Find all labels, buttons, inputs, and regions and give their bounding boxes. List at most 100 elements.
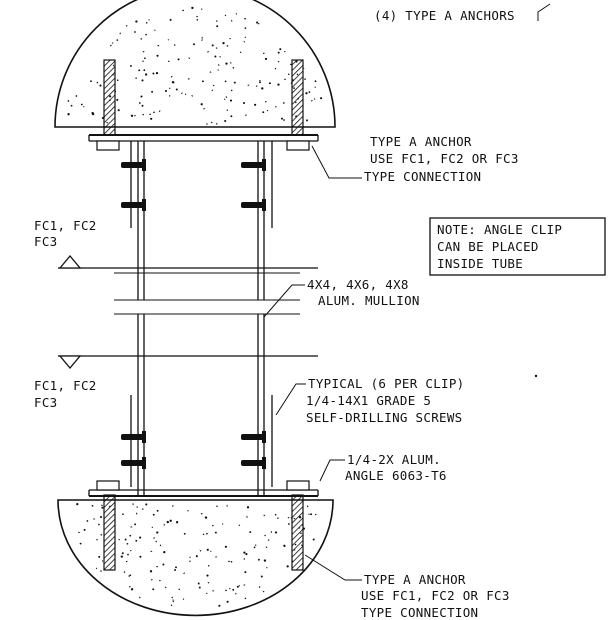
aggregate-dot — [157, 44, 160, 47]
aggregate-dot — [224, 98, 226, 100]
aggregate-dot — [122, 513, 124, 516]
bottom-left-anchor — [103, 494, 116, 571]
aggregate-dot — [138, 102, 141, 104]
self-drilling-screws — [121, 159, 266, 469]
angle-label-line-2: ANGLE 6063-T6 — [345, 468, 447, 483]
screw — [121, 202, 144, 208]
bottom-concrete-substrate — [57, 499, 334, 617]
aggregate-dot — [206, 548, 209, 551]
aggregate-dot — [305, 92, 308, 95]
aggregate-dot — [283, 119, 285, 121]
aggregate-dot — [263, 52, 265, 55]
note-box-line-2: CAN BE PLACED — [437, 239, 539, 254]
aggregate-dot — [183, 532, 186, 535]
aggregate-dot — [96, 539, 98, 541]
aggregate-dot — [256, 21, 259, 24]
screw — [241, 434, 264, 440]
aggregate-chip — [199, 549, 202, 552]
aggregate-dot — [229, 37, 231, 40]
aggregate-dot — [245, 553, 248, 556]
aggregate-chip — [287, 517, 290, 519]
aggregate-dot — [204, 516, 208, 519]
aggregate-dot — [244, 27, 247, 29]
aggregate-chip — [141, 507, 144, 510]
aggregate-dot — [182, 9, 184, 12]
aggregate-dot — [286, 565, 289, 568]
aggregate-dot — [222, 523, 224, 525]
aggregate-dot — [152, 588, 155, 591]
aggregate-dot — [169, 18, 172, 21]
aggregate-dot — [141, 104, 144, 107]
aggregate-dot — [149, 570, 153, 573]
aggregate-dot — [128, 575, 130, 577]
aggregate-dot — [75, 95, 78, 97]
aggregate-chip — [189, 560, 192, 563]
aggregate-dot — [228, 560, 230, 563]
top-anchor-note-line-3: TYPE CONNECTION — [364, 169, 481, 184]
aggregate-dot — [243, 558, 245, 560]
aggregate-dot — [224, 14, 227, 17]
aggregate-dot — [177, 58, 180, 61]
aggregate-dot — [308, 91, 311, 94]
aggregate-chip — [78, 531, 81, 534]
aggregate-dot — [141, 79, 144, 82]
aggregate-dot — [83, 106, 85, 108]
aggregate-chip — [262, 590, 265, 593]
aggregate-chip — [191, 95, 194, 97]
screw — [121, 162, 144, 168]
aggregate-dot — [90, 80, 92, 83]
aggregate-dot — [167, 39, 170, 41]
top-anchor-note-line-2: USE FC1, FC2 OR FC3 — [370, 151, 519, 166]
aggregate-dot — [274, 68, 277, 70]
aggregate-dot — [152, 72, 155, 75]
aggregate-chip — [183, 572, 185, 575]
aggregate-dot — [134, 523, 137, 526]
aggregate-dot — [206, 574, 209, 577]
aggregate-dot — [140, 38, 143, 40]
aggregate-chip — [202, 533, 205, 536]
aggregate-dot — [99, 84, 102, 87]
aggregate-dot — [277, 83, 280, 86]
aggregate-dot — [284, 50, 286, 53]
aggregate-chip — [150, 550, 153, 553]
aggregate-dot — [260, 575, 263, 578]
aggregate-dot — [222, 41, 225, 45]
screw-head — [262, 199, 266, 211]
aggregate-dot — [229, 99, 233, 102]
aggregate-dot — [284, 78, 286, 81]
aggregate-dot — [91, 505, 94, 507]
aggregate-dot — [230, 115, 233, 118]
aggregate-dot — [140, 95, 143, 98]
aggregate-chip — [225, 95, 228, 99]
aggregate-chip — [310, 100, 313, 102]
aggregate-chip — [210, 121, 213, 124]
aggregate-dot — [145, 33, 147, 36]
aggregate-chip — [172, 505, 175, 507]
bottom-anchor-note-line-1: TYPE A ANCHOR — [364, 572, 466, 587]
aggregate-chip — [125, 25, 128, 27]
aggregate-chip — [135, 512, 138, 515]
aggregate-dot — [267, 539, 270, 541]
aggregate-dot — [184, 93, 187, 95]
note-box-line-3: INSIDE TUBE — [437, 256, 523, 271]
aggregate-dot — [288, 523, 290, 525]
aggregate-chip — [134, 114, 137, 117]
aggregate-chip — [139, 596, 141, 599]
aggregate-chip — [255, 84, 258, 88]
aggregate-dot — [230, 89, 233, 92]
aggregate-dot — [242, 101, 246, 105]
aggregate-dot — [262, 111, 265, 114]
aggregate-chip — [180, 92, 183, 95]
aggregate-dot — [150, 117, 153, 120]
aggregate-dot — [142, 113, 144, 116]
aggregate-dot — [151, 90, 154, 93]
top-concrete-aggregate — [67, 6, 323, 125]
aggregate-dot — [175, 521, 179, 524]
aggregate-dot — [277, 51, 280, 54]
aggregate-dot — [117, 109, 120, 112]
aggregate-chip — [238, 524, 241, 527]
aggregate-dot — [198, 586, 201, 589]
aggregate-dot — [236, 585, 239, 588]
aggregate-dot — [178, 588, 181, 591]
aggregate-chip — [125, 560, 128, 563]
